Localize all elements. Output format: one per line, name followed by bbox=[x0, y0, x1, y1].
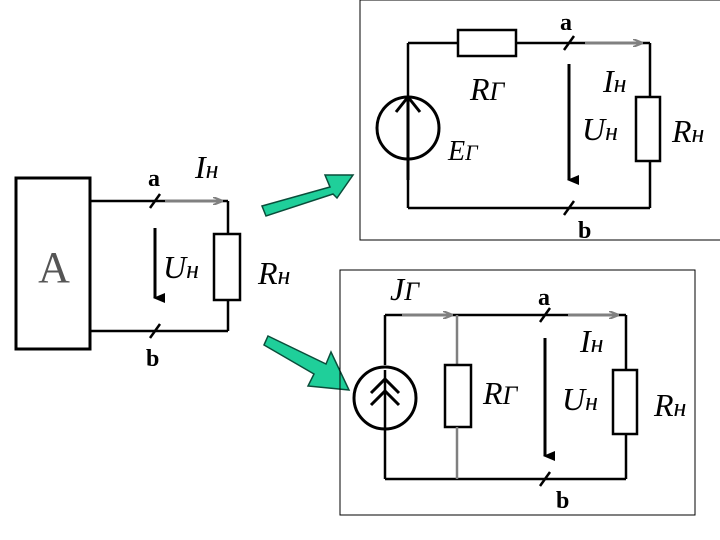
cs-node-b-label: b bbox=[556, 488, 569, 514]
vs-current-label: Iн bbox=[602, 63, 627, 99]
vs-internal-resistor bbox=[456, 28, 518, 58]
current-source-frame bbox=[339, 269, 696, 516]
cs-internal-resistor-label: RГ bbox=[482, 375, 519, 411]
transition-arrow-down bbox=[263, 334, 351, 391]
voltage-source-circuit: a b RГ EГ Iн Uн Rн bbox=[359, 0, 720, 244]
terminal-b-mark bbox=[148, 323, 162, 339]
vs-load-label: Rн bbox=[671, 113, 704, 149]
left-circuit: A a b Iн Uн Rн bbox=[14, 149, 290, 372]
node-b-label: b bbox=[146, 346, 159, 372]
emf-arrow-head bbox=[394, 94, 422, 113]
transition-arrow-up bbox=[260, 174, 355, 217]
cs-load-label: Rн bbox=[653, 387, 686, 423]
vs-terminal-b-mark bbox=[562, 200, 576, 216]
cs-source-current-label: JГ bbox=[390, 271, 420, 307]
terminal-a-mark bbox=[148, 193, 162, 209]
cs-voltage-label: Uн bbox=[562, 381, 598, 417]
voltage-source-frame bbox=[359, 0, 720, 241]
cs-internal-resistor bbox=[443, 363, 473, 429]
vs-node-b-label: b bbox=[578, 218, 591, 244]
load-label: Rн bbox=[257, 255, 290, 291]
vs-node-a-label: a bbox=[560, 10, 572, 36]
voltage-label: Uн bbox=[163, 249, 199, 285]
current-label: Iн bbox=[194, 149, 219, 185]
vs-internal-resistor-label: RГ bbox=[469, 71, 506, 107]
cs-terminal-b-mark bbox=[538, 471, 552, 487]
current-source-circuit: a b JГ RГ Iн Uн Rн bbox=[339, 269, 696, 516]
cs-load-resistor bbox=[611, 368, 639, 436]
load-resistor bbox=[212, 232, 242, 302]
cs-double-chevron bbox=[369, 376, 401, 407]
emf-label: EГ bbox=[447, 136, 479, 167]
cs-current-label: Iн bbox=[579, 323, 604, 359]
vs-voltage-label: Uн bbox=[582, 111, 618, 147]
cs-terminal-a-mark bbox=[538, 307, 552, 323]
active-network-label: A bbox=[38, 243, 70, 292]
cs-node-a-label: a bbox=[538, 285, 550, 311]
vs-terminal-a-mark bbox=[562, 35, 576, 51]
node-a-label: a bbox=[148, 166, 160, 192]
vs-load-resistor bbox=[634, 95, 662, 163]
active-network-block bbox=[14, 176, 92, 351]
